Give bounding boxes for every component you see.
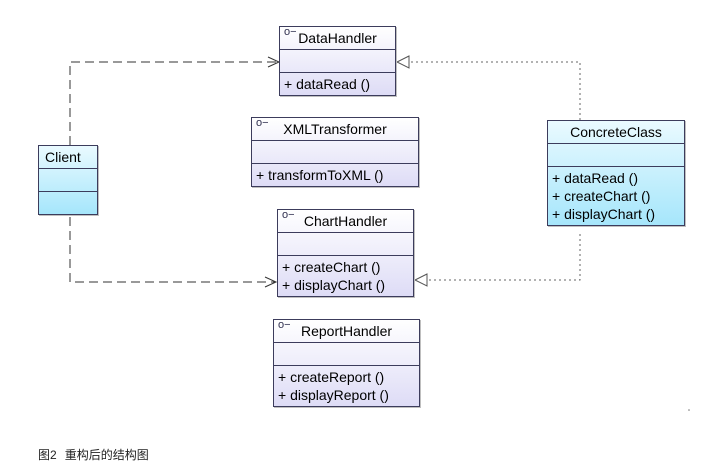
dependency-client-datahandler — [69, 61, 278, 145]
operations-compartment: + createReport () + displayReport () — [274, 366, 419, 406]
attributes-compartment — [548, 144, 684, 167]
attributes-compartment — [274, 343, 419, 366]
operation: + dataRead () — [284, 76, 370, 92]
class-header: Client — [39, 146, 97, 169]
interface-icon: o− — [278, 319, 291, 331]
class-name: Client — [45, 149, 81, 165]
operations-compartment: + transformToXML () — [252, 164, 418, 186]
figure-caption: 图2 重构后的结构图 — [38, 446, 157, 463]
triangle-head — [395, 55, 410, 69]
operation: + displayChart () — [552, 206, 656, 222]
reporthandler-interface: o− ReportHandler + createReport () + dis… — [273, 319, 420, 407]
operation: + displayReport () — [278, 387, 389, 403]
client-class: Client — [38, 145, 98, 215]
operations-compartment — [39, 192, 97, 214]
attributes-compartment — [278, 233, 413, 256]
figure-number: 图2 — [38, 448, 57, 462]
concreteclass-class: ConcreteClass + dataRead () + createChar… — [547, 120, 685, 226]
class-name: ChartHandler — [303, 213, 388, 229]
charthandler-interface: o− ChartHandler + createChart () + displ… — [277, 209, 414, 297]
operation: + displayChart () — [282, 277, 386, 293]
arrowhead-open — [264, 276, 278, 288]
dependency-client-charthandler — [69, 217, 275, 283]
datahandler-interface: o− DataHandler + dataRead () — [279, 26, 396, 96]
class-name: ReportHandler — [300, 323, 393, 339]
figure-title: 重构后的结构图 — [64, 448, 149, 462]
operation: + createChart () — [552, 188, 651, 204]
operation: + createChart () — [282, 259, 381, 275]
realization-concrete-datahandler — [409, 61, 581, 120]
triangle-head — [413, 273, 428, 287]
operations-compartment: + dataRead () — [280, 73, 395, 95]
interface-icon: o− — [256, 117, 269, 129]
class-header: o− ChartHandler — [278, 209, 413, 233]
class-name: XMLTransformer — [283, 121, 387, 137]
operations-compartment: + dataRead () + createChart () + display… — [548, 167, 684, 225]
realization-concrete-charthandler — [427, 234, 581, 281]
attributes-compartment — [39, 169, 97, 192]
class-header: o− ReportHandler — [274, 319, 419, 343]
class-header: o− XMLTransformer — [252, 117, 418, 141]
stray-dot — [688, 409, 690, 411]
attributes-compartment — [280, 50, 395, 73]
class-header: o− DataHandler — [280, 26, 395, 50]
operation: + createReport () — [278, 369, 385, 385]
class-header: ConcreteClass — [548, 121, 684, 144]
operation: + dataRead () — [552, 170, 638, 186]
xmltransformer-interface: o− XMLTransformer + transformToXML () — [251, 117, 419, 187]
attributes-compartment — [252, 141, 418, 164]
interface-icon: o− — [282, 209, 295, 221]
operation: + transformToXML () — [256, 167, 384, 183]
interface-icon: o− — [284, 26, 297, 38]
class-name: ConcreteClass — [570, 124, 662, 140]
operations-compartment: + createChart () + displayChart () — [278, 256, 413, 296]
class-name: DataHandler — [298, 30, 377, 46]
